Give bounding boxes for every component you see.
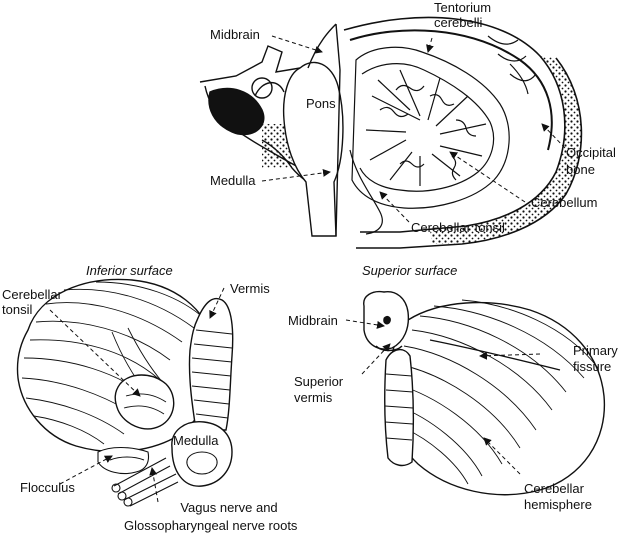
label-tentorium-line1: Tentorium [434,0,492,15]
label-primary-line2: fissure [573,359,612,374]
label-nerves-line1: Vagus nerve and [180,500,278,515]
label-inferior-tonsil-line1: Cerebellar [2,287,62,302]
leader-lines [49,35,566,503]
inferior-tonsil [114,374,175,430]
label-primary-line1: Primary [573,343,618,358]
label-tentorium-line2: cerebelli [434,15,483,30]
flocculus-nerves [97,446,179,507]
inferior-medulla [171,421,233,487]
label-hemisphere-line2: hemisphere [524,497,592,512]
inferior-vermis [188,297,234,431]
superior-vermis [383,349,414,467]
tentorium [349,29,553,151]
label-superior-vermis-line2: vermis [294,390,333,405]
label-flocculus: Flocculus [20,480,75,495]
label-superior-vermis-line1: Superior [294,374,344,389]
label-nerves-line2: Glossopharyngeal nerve roots [124,518,298,533]
label-hemisphere-line1: Cerebellar [524,481,584,496]
label-midbrain-sagittal: Midbrain [210,27,260,42]
label-pons: Pons [306,96,336,111]
heading-inferior-surface: Inferior surface [86,263,173,278]
label-medulla-sagittal: Medulla [210,173,256,188]
pons-brainstem [282,23,344,237]
label-cerebellum: Cerebellum [531,195,598,210]
cerebrum-scallops [487,35,537,82]
label-midbrain-superior: Midbrain [288,313,338,328]
label-cerebellar-tonsil-sagittal: Cerebellar tonsil [411,220,505,235]
heading-superior-surface: Superior surface [362,263,458,278]
inferior-view [16,278,234,507]
label-vermis-inferior: Vermis [230,281,270,296]
label-medulla-inferior: Medulla [173,433,219,448]
label-inferior-tonsil-line2: tonsil [2,302,33,317]
label-occipital-line2: bone [566,162,595,177]
label-occipital-line1: Occipital [566,145,616,160]
cerebellum-section [349,46,529,235]
sagittal-section [199,16,583,249]
superior-view [363,290,606,496]
occipital-bone [343,16,583,249]
